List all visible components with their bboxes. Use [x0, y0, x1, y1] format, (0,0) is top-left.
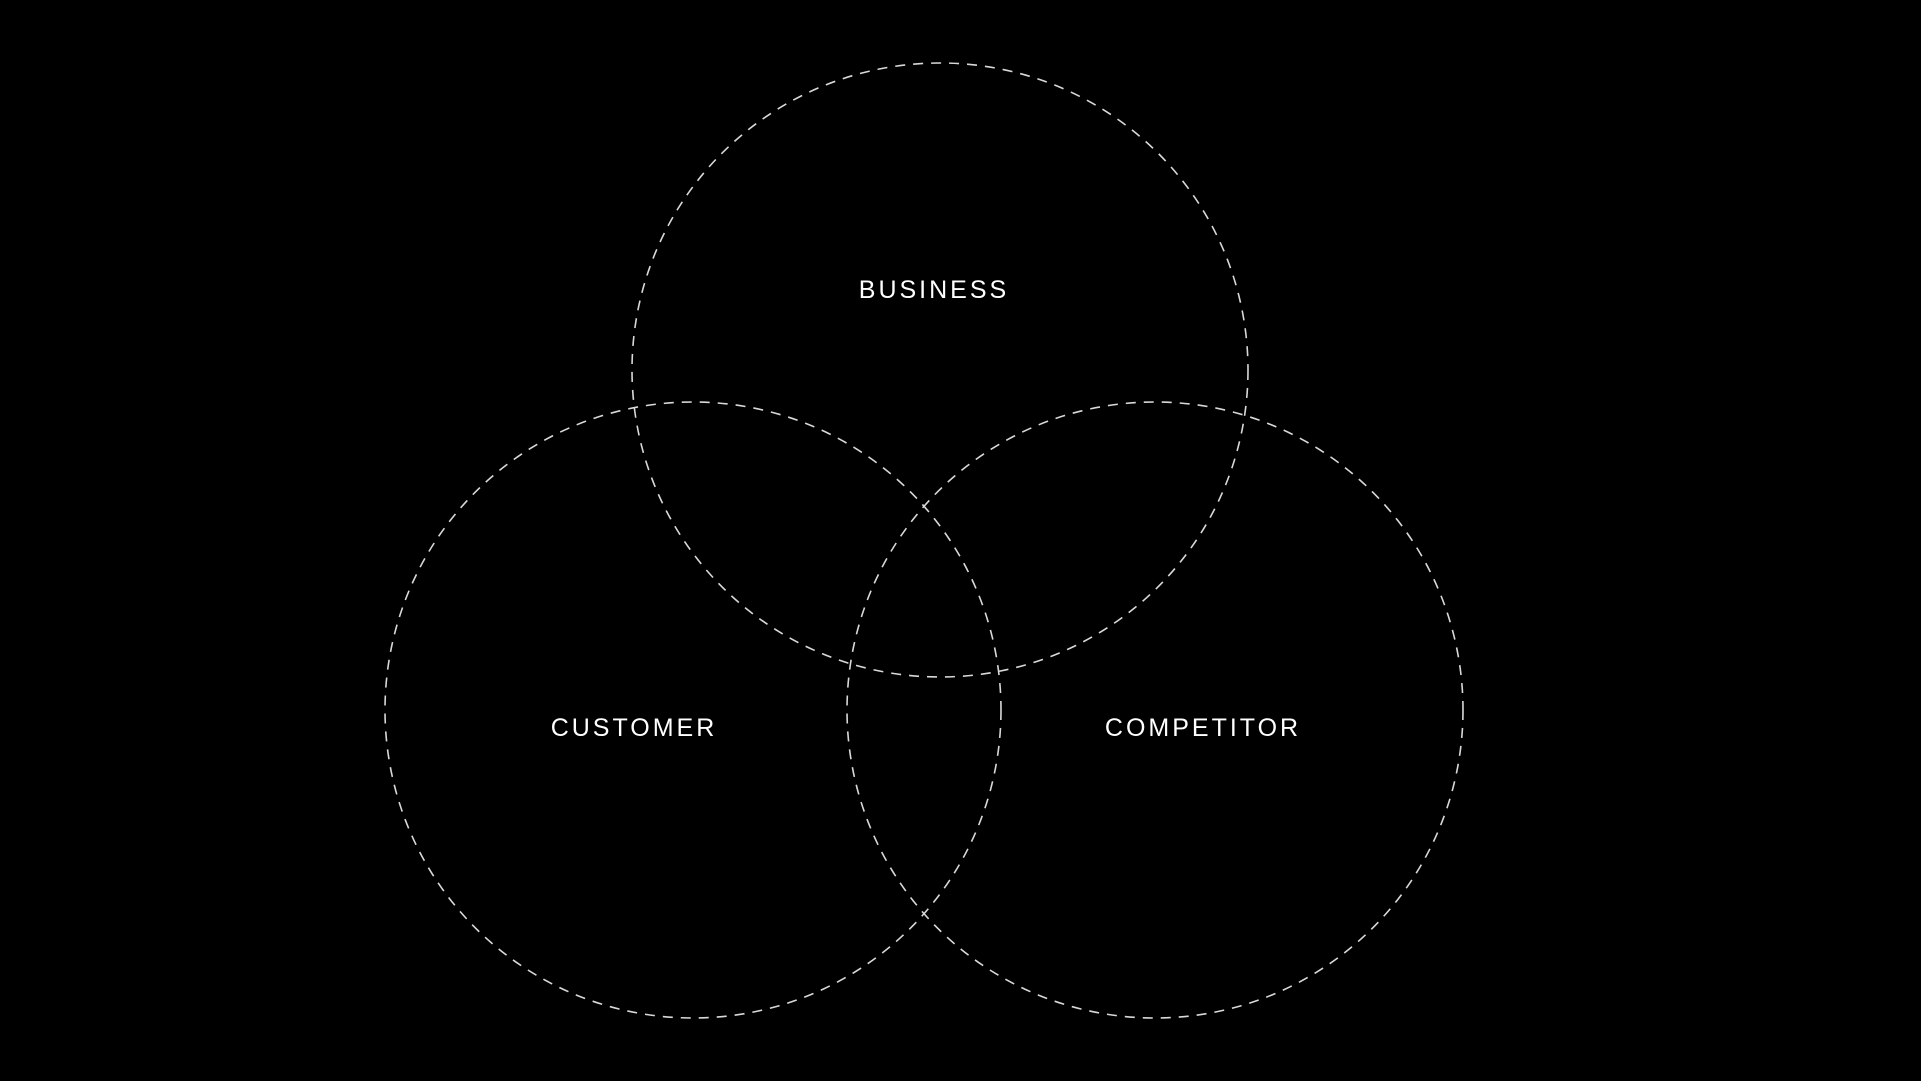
competitor-label: COMPETITOR — [1105, 714, 1301, 742]
business-label: BUSINESS — [859, 276, 1009, 304]
competitor-circle — [846, 401, 1464, 1019]
set-customer: CUSTOMER — [384, 401, 1002, 1019]
customer-label: CUSTOMER — [551, 714, 718, 742]
set-business: BUSINESS — [631, 62, 1249, 678]
set-competitor: COMPETITOR — [846, 401, 1464, 1019]
customer-circle — [384, 401, 1002, 1019]
business-circle — [631, 62, 1249, 678]
